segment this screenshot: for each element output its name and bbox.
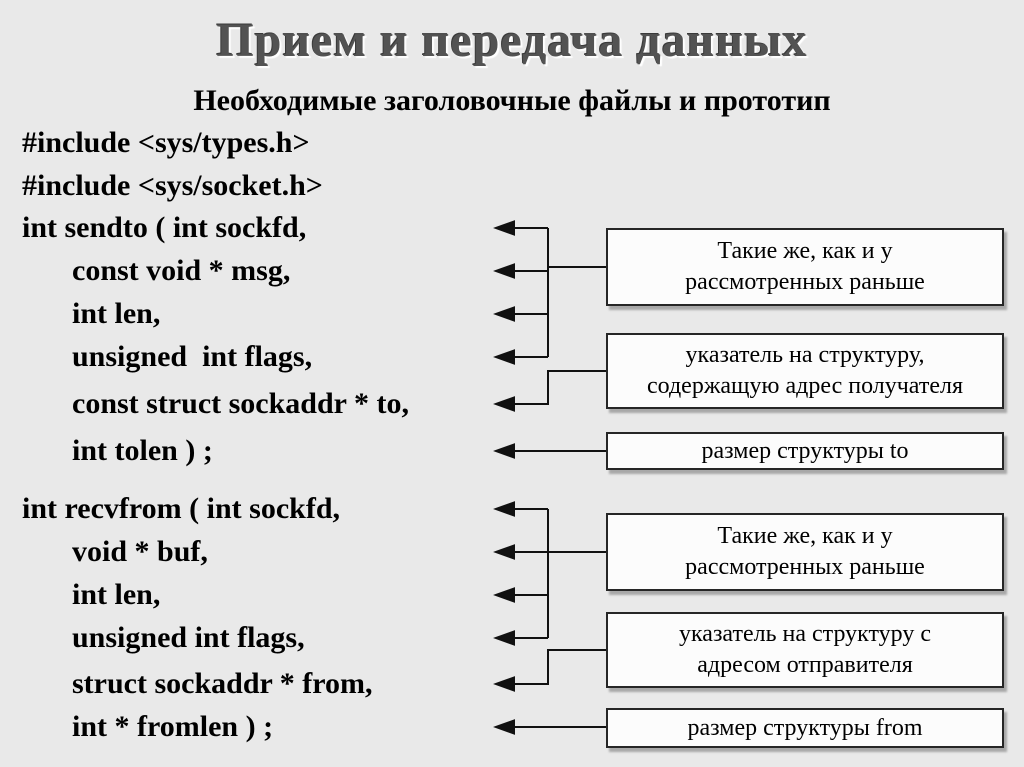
arrow-left-icon: [493, 544, 515, 560]
arrow-left-icon: [493, 719, 515, 735]
code-line-recvfrom-fromlen: int * fromlen ) ;: [72, 710, 274, 743]
callout-sendto-common: Такие же, как и у рассмотренных раньше: [606, 228, 1004, 306]
callout-text: указатель на структуру с адресом отправи…: [679, 621, 931, 678]
sendto-tolen-arrow-group: [493, 443, 606, 459]
sendto-to-arrow-group: [493, 370, 606, 412]
arrow-left-icon: [493, 349, 515, 365]
code-line-recvfrom-len: int len,: [72, 578, 161, 611]
arrow-left-icon: [493, 263, 515, 279]
slide-subtitle: Необходимые заголовочные файлы и прототи…: [193, 84, 831, 117]
callout-text: Такие же, как и у рассмотренных раньше: [685, 523, 925, 580]
arrow-left-icon: [493, 501, 515, 517]
recvfrom-from-arrow-group: [493, 649, 606, 692]
arrow-left-icon: [493, 220, 515, 236]
arrow-left-icon: [493, 396, 515, 412]
code-line-recvfrom-from: struct sockaddr * from,: [72, 667, 373, 700]
callout-sendto-tolen: размер структуры to: [606, 432, 1004, 470]
arrow-left-icon: [493, 306, 515, 322]
code-line-sendto-msg: const void * msg,: [72, 254, 291, 287]
code-line-recvfrom-buf: void * buf,: [72, 535, 208, 568]
callout-recvfrom-common: Такие же, как и у рассмотренных раньше: [606, 513, 1004, 591]
code-line-recvfrom-flags: unsigned int flags,: [72, 621, 305, 654]
arrow-left-icon: [493, 443, 515, 459]
code-line-include-socket: #include <sys/socket.h>: [22, 169, 323, 202]
arrow-left-icon: [493, 676, 515, 692]
recvfrom-common-arrow-group: [493, 501, 606, 646]
arrow-left-icon: [493, 587, 515, 603]
callout-recvfrom-fromlen: размер структуры from: [606, 708, 1004, 748]
code-line-sendto-tolen: int tolen ) ;: [72, 434, 213, 467]
callout-text: Такие же, как и у рассмотренных раньше: [685, 238, 925, 295]
recvfrom-fromlen-arrow-group: [493, 719, 606, 735]
callout-text: размер структуры from: [687, 714, 923, 741]
code-line-sendto-to: const struct sockaddr * to,: [72, 387, 409, 420]
arrow-left-icon: [493, 630, 515, 646]
sendto-common-arrow-group: [493, 220, 606, 365]
slide-title: Прием и передача данных: [216, 14, 808, 67]
code-line-include-types: #include <sys/types.h>: [22, 126, 310, 159]
callout-text: размер структуры to: [701, 437, 909, 464]
callout-text: указатель на структуру, содержащую адрес…: [647, 342, 963, 399]
code-line-sendto-flags: unsigned int flags,: [72, 340, 313, 373]
callout-sendto-to: указатель на структуру, содержащую адрес…: [606, 333, 1004, 409]
callout-recvfrom-from: указатель на структуру с адресом отправи…: [606, 612, 1004, 688]
code-line-recvfrom-decl: int recvfrom ( int sockfd,: [22, 492, 341, 525]
code-line-sendto-len: int len,: [72, 297, 161, 330]
code-line-sendto-decl: int sendto ( int sockfd,: [22, 211, 307, 244]
